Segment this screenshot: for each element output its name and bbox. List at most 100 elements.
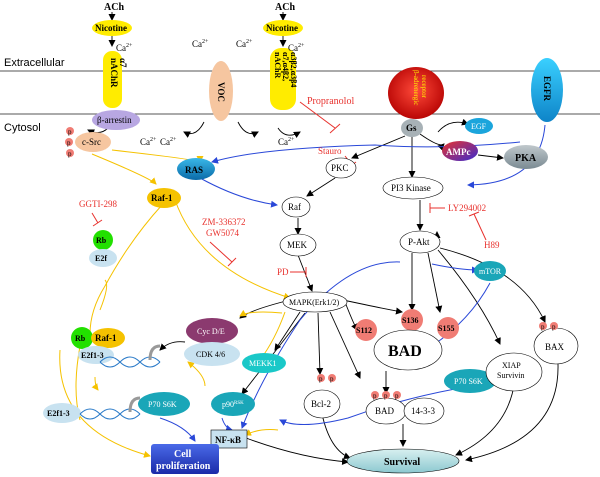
voc-label: VOC [216, 82, 226, 102]
rb-node [93, 230, 113, 250]
beta-arrestin-label: β-arrestin [97, 115, 132, 125]
bad-node [373, 329, 443, 371]
nachr-subtypes-receptor [270, 48, 296, 110]
pkc-node [325, 157, 357, 179]
svg-text:p: p [395, 392, 399, 400]
p70-s6k-label-left: P70 S6K [148, 400, 177, 409]
e2f-node [89, 249, 117, 267]
egfr-label: EGFR [542, 76, 552, 102]
14-3-3-node [403, 397, 445, 425]
edges [87, 12, 559, 465]
mek-label: MEK [287, 240, 308, 250]
phospho-group-csrc: p p p [65, 127, 74, 158]
bax-label: BAX [545, 342, 565, 352]
rb-node-2 [71, 327, 93, 349]
svg-text:Ca2+: Ca2+ [192, 39, 209, 49]
mapk-node [282, 291, 348, 313]
nf-kb-label: NF-κB [215, 435, 241, 445]
s155-node [437, 317, 459, 339]
raf-label: Raf [288, 202, 301, 212]
inhibitor-gw: GW5074 [206, 228, 239, 238]
c-src-node [75, 132, 111, 152]
beta-adrenergic-label-1: β-adrenergic [412, 70, 420, 105]
region-extracellular: Extracellular [4, 57, 65, 69]
svg-text:Ca2+: Ca2+ [160, 137, 177, 147]
nachr2-label: nAChR [273, 52, 282, 78]
14-3-3-label: 14-3-3 [411, 406, 435, 416]
svg-text:p: p [67, 139, 71, 147]
bcl-2-label: Bcl-2 [311, 399, 331, 409]
pi3-kinase-label: PI3 Kinase [391, 183, 431, 193]
gs-node [401, 119, 423, 137]
svg-text:p: p [68, 128, 72, 136]
svg-text:p: p [373, 392, 377, 400]
cell-proliferation-label-2: proliferation [156, 461, 211, 472]
egfr-receptor [531, 58, 563, 122]
svg-text:Ca2+: Ca2+ [288, 43, 305, 53]
ampc-label: AMPc [446, 147, 471, 157]
mek-node [279, 233, 317, 257]
ach-label: ACh [275, 2, 295, 13]
a7-label: α7 [118, 58, 128, 68]
ras-label: RAS [185, 165, 203, 175]
inhibition-lines [91, 101, 487, 277]
mtor-node [474, 261, 506, 281]
c-src-label: c-Src [82, 137, 101, 147]
nicotine-label: Nicotine [266, 23, 298, 33]
xiap-label: XIAP [502, 361, 521, 370]
nicotine-node [92, 20, 132, 36]
bad-label: BAD [388, 343, 422, 360]
voc-channel [209, 61, 233, 121]
xiap-survivin-node [485, 352, 543, 392]
raf-1-label-2: Raf-1 [95, 333, 117, 343]
nicotine-node [263, 20, 303, 36]
svg-text:p: p [384, 392, 388, 400]
pka-label: PKA [515, 153, 537, 164]
inhibitor-zm: ZM-336372 [202, 217, 246, 227]
bcl-2-node [303, 389, 341, 419]
svg-text:p: p [68, 150, 72, 158]
calcium-labels: Ca2+ Ca2+ Ca2+ Ca2+ Ca2+ Ca2+ Ca2+ [116, 39, 305, 147]
survivin-label: Survivin [497, 371, 525, 380]
ampc-node [442, 141, 478, 161]
svg-text:p: p [330, 375, 334, 383]
inhibitor-ggti: GGTI-298 [79, 199, 117, 209]
s136-label: S136 [402, 316, 418, 325]
svg-text:p: p [541, 323, 545, 331]
nachr2-subtypes-1: α7,α4β2, [281, 52, 290, 81]
nf-kb-node [210, 429, 248, 449]
phospho-group-bcl2: p p [317, 374, 336, 383]
nachr-a7-label: nAChR [109, 58, 119, 88]
mekk1-label: MEKK1 [249, 359, 277, 368]
svg-text:Ca2+: Ca2+ [140, 137, 157, 147]
inhibitor-ly: LY294002 [448, 203, 486, 213]
svg-text:p: p [319, 375, 323, 383]
cdk-node [184, 342, 240, 366]
rb-label-2: Rb [75, 334, 86, 343]
beta-arrestin-node [92, 110, 140, 130]
pi3-kinase-node [382, 176, 444, 200]
phospho-group-bad: p p p [371, 391, 401, 400]
e2f-label: E2f [95, 254, 107, 263]
cell-proliferation-node [151, 444, 219, 474]
egf-label: EGF [471, 122, 487, 131]
gs-label: Gs [406, 123, 417, 133]
bad-phospho-label: BAD [375, 406, 395, 416]
inhibitor-propranolol: Propranolol [307, 96, 354, 107]
s112-node [355, 319, 377, 341]
e2f1-3-label-a: E2f1-3 [81, 351, 104, 360]
p-akt-label: P-Akt [408, 237, 430, 247]
inhibitor-pd: PD [277, 267, 289, 277]
survival-label: Survival [384, 457, 420, 468]
region-cytosol: Cytosol [4, 122, 41, 134]
mekk1-node [242, 353, 286, 373]
beta-adrenergic-label-2: receptor [420, 75, 428, 99]
dna-helix-2 [79, 396, 141, 420]
egf-node [465, 118, 493, 134]
dna-helix-1 [99, 344, 161, 368]
nicotine-label: Nicotine [95, 23, 127, 33]
nachr2-subtypes-2: α3β2,α3β4 [289, 52, 298, 87]
s112-label: S112 [356, 326, 372, 335]
svg-text:Ca2+: Ca2+ [236, 39, 253, 49]
